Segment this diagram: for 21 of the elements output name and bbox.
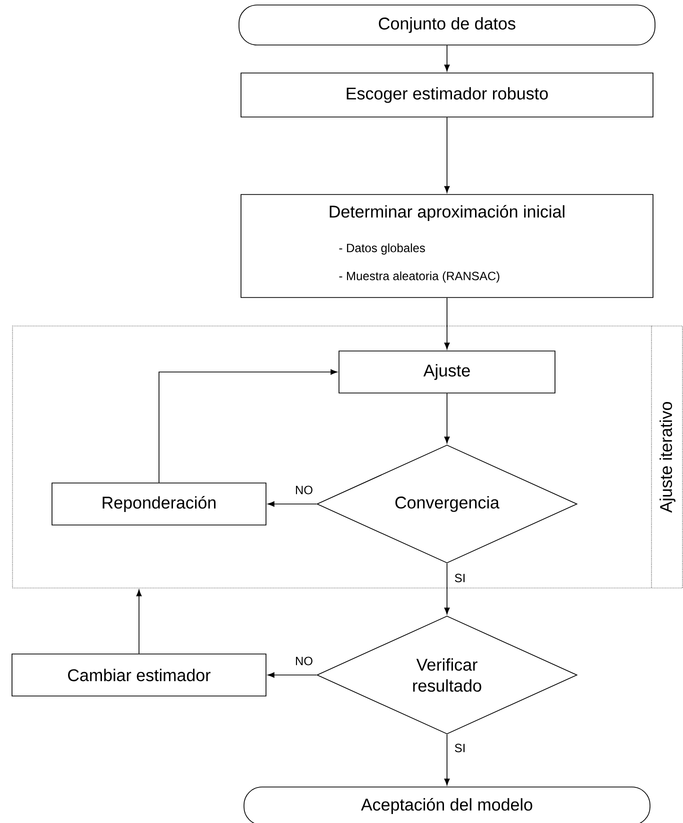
terminal-box: Conjunto de datos [238,4,656,46]
edge-label: NO [294,484,314,496]
process-box: Cambiar estimador [12,654,266,696]
arrow [444,734,450,786]
process-box: Escoger estimador robusto [240,72,654,118]
process-box: Ajuste [338,350,556,394]
process-box: Reponderación [52,482,266,526]
arrow [444,298,450,350]
arrow [444,117,450,193]
arrow [268,672,317,678]
arrow [444,563,450,614]
arrow [444,45,450,72]
arrow [444,393,450,444]
arrow [268,501,317,507]
terminal-box: Aceptación del modelo [244,786,650,823]
edge-label: NO [294,656,314,666]
arrow [136,590,142,654]
edge-label: SI [453,572,467,584]
process-box: Determinar aproximación inicial - Datos globales - Muestra aleatoria (RANSAC) [240,194,654,298]
edge-label: SI [453,742,467,754]
arrow [158,369,338,483]
